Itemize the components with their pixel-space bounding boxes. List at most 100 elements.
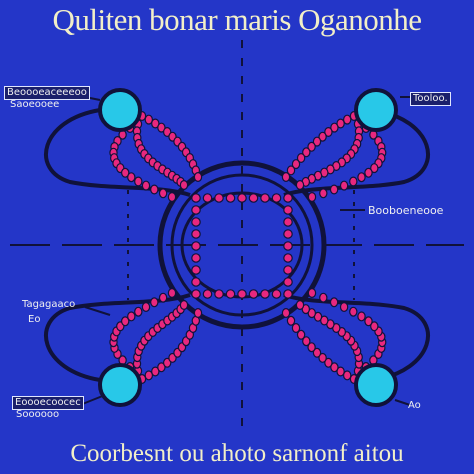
bead <box>370 321 379 332</box>
bead <box>318 352 327 363</box>
bead <box>120 167 130 178</box>
bead <box>296 329 306 340</box>
bead <box>357 311 366 322</box>
label-mid-right: Booboeneooe <box>368 204 444 217</box>
label-top-left-2: Saoeooee <box>10 99 60 110</box>
bead <box>330 362 339 373</box>
bead <box>364 167 373 178</box>
bead <box>144 370 153 381</box>
bead <box>193 172 203 183</box>
bead <box>167 288 177 299</box>
bead <box>318 131 327 142</box>
bead <box>339 180 349 191</box>
bead <box>291 323 301 334</box>
bead <box>248 193 259 203</box>
bead <box>191 253 201 263</box>
bead <box>307 342 316 353</box>
bead <box>225 193 236 203</box>
bead <box>319 292 328 303</box>
label-bottom-left-2: Eo <box>28 314 41 325</box>
node-top-right <box>354 88 398 132</box>
label-bottom-right: Ao <box>408 400 421 411</box>
bead <box>120 316 130 327</box>
bead <box>191 217 201 227</box>
bead <box>150 297 159 308</box>
bead <box>307 192 317 203</box>
bead <box>312 347 322 358</box>
bead <box>191 241 201 251</box>
bead <box>302 147 311 158</box>
bead <box>202 289 213 299</box>
bead <box>193 308 203 319</box>
bead <box>191 265 201 275</box>
bead <box>296 153 306 164</box>
label-top-left-1: Beoooeaceeeoo <box>4 86 90 100</box>
bead <box>283 277 293 287</box>
bead <box>302 336 311 347</box>
bead <box>157 362 166 373</box>
bead <box>295 300 305 311</box>
bead <box>191 205 201 215</box>
bead <box>191 277 201 287</box>
node-bottom-left <box>98 363 142 407</box>
diagram-title: Quliten bonar maris Oganonhe <box>52 2 422 37</box>
bead <box>283 265 293 275</box>
bead <box>349 306 358 317</box>
bead <box>286 315 296 326</box>
bead <box>191 229 201 239</box>
bead <box>214 193 224 203</box>
bead <box>283 289 293 299</box>
bead <box>157 122 166 133</box>
bead <box>202 193 213 203</box>
bead <box>158 292 168 303</box>
outer-ring <box>157 160 327 330</box>
bead <box>295 180 305 191</box>
bead <box>134 176 143 187</box>
bead <box>141 302 151 313</box>
bead <box>151 118 160 129</box>
bead <box>281 308 291 319</box>
bead <box>324 126 333 137</box>
bead-chains <box>109 110 387 385</box>
label-top-right: Tooloo. <box>410 92 451 106</box>
bead <box>283 241 293 251</box>
bead <box>127 311 136 322</box>
bead <box>191 289 201 299</box>
bead <box>286 165 296 176</box>
bead <box>260 193 270 203</box>
bead <box>225 289 236 299</box>
bead <box>291 159 301 170</box>
bead <box>179 300 189 311</box>
bead <box>330 122 339 133</box>
bead <box>283 193 293 203</box>
bead <box>191 193 201 203</box>
bead <box>339 302 349 313</box>
bead <box>312 136 322 147</box>
bead <box>151 366 160 377</box>
bead <box>319 188 328 199</box>
bead <box>214 289 224 299</box>
bead <box>237 193 247 203</box>
node-top-left <box>98 88 142 132</box>
guide-lines <box>10 40 464 430</box>
node-bottom-right <box>354 363 398 407</box>
bead <box>364 316 373 327</box>
bead <box>158 188 168 199</box>
bead <box>283 205 293 215</box>
bead <box>336 118 345 129</box>
bead <box>307 288 317 299</box>
label-bottom-left-3: Eoooecoocec <box>12 396 84 410</box>
bead <box>329 184 339 195</box>
bead <box>357 172 366 183</box>
bead <box>134 306 143 317</box>
bead <box>141 180 151 191</box>
bead <box>324 357 333 368</box>
bead <box>307 141 316 152</box>
bead <box>271 193 282 203</box>
loop-bottom-right <box>283 293 430 382</box>
bead <box>271 289 282 299</box>
diagram-caption: Coorbesnt ou ahoto sarnonf aitou <box>70 440 404 467</box>
bead <box>283 253 293 263</box>
inner-ring <box>170 173 314 317</box>
